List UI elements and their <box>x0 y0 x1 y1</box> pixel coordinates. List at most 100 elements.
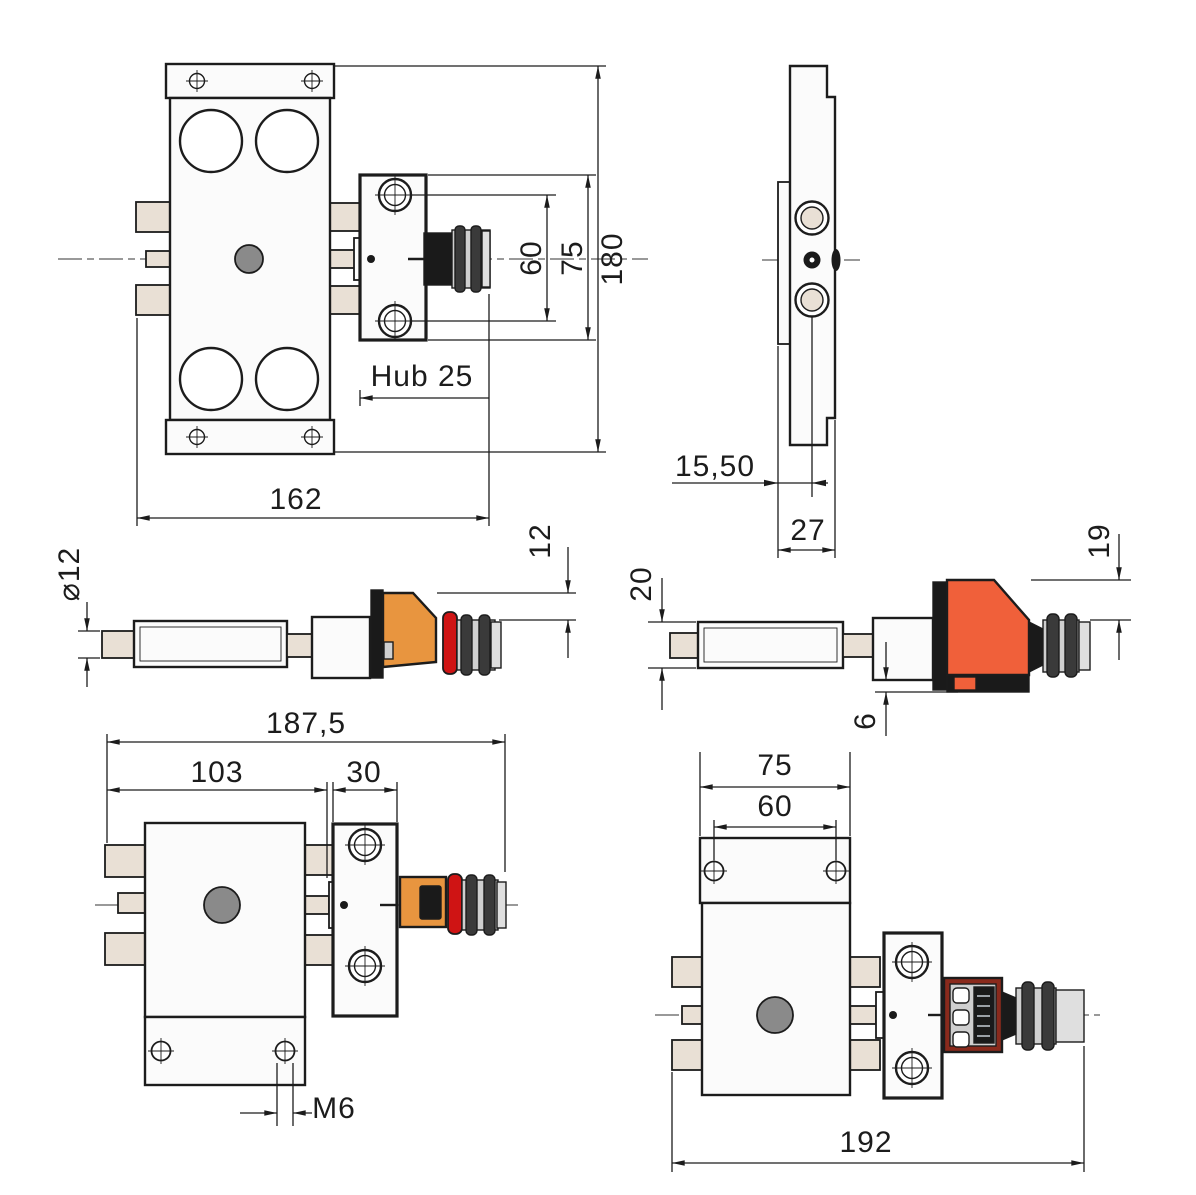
dim-label-thread: M6 <box>312 1092 356 1125</box>
sensor-display <box>419 885 442 920</box>
end-block <box>310 615 372 680</box>
dim-label-sensor-step-b: 19 <box>1083 523 1116 559</box>
rod <box>671 956 703 988</box>
dimensions-bottom-left <box>106 734 506 1126</box>
pilot-dot <box>340 901 348 909</box>
plug-ring <box>1041 981 1055 1051</box>
connector-plug <box>1015 981 1085 1051</box>
piston-rods-left <box>135 201 171 316</box>
sensor-detail <box>383 641 394 660</box>
plug-cap <box>490 621 502 669</box>
plug-ring <box>460 614 473 676</box>
rod <box>145 250 171 268</box>
connector-plug <box>423 225 491 293</box>
view-front <box>58 62 648 526</box>
rod <box>104 932 148 966</box>
plug-cap <box>1055 989 1085 1043</box>
mount-column <box>932 581 948 691</box>
rod <box>304 934 336 966</box>
rod <box>849 956 881 988</box>
plug-cone <box>1028 620 1044 674</box>
connector-plug <box>1042 613 1091 678</box>
rod <box>135 284 171 316</box>
body-inner-edge <box>139 626 282 662</box>
body-inner-edge <box>703 627 838 663</box>
display-button <box>952 1031 970 1048</box>
dimensions-side <box>672 316 836 558</box>
dim-label-sensor-step-a: 12 <box>524 523 557 559</box>
plug-ring <box>470 225 482 293</box>
dimensions-profile-b <box>648 534 1131 736</box>
view-bottom-right <box>655 752 1100 1172</box>
rod <box>671 1039 703 1071</box>
rod-end-face <box>800 288 824 312</box>
dim-label-total-length-br: 192 <box>839 1126 893 1159</box>
plug-ring <box>483 874 496 936</box>
dimensions-profile-a <box>78 547 576 687</box>
dimensions-front <box>136 65 606 526</box>
plug-ring <box>1064 613 1078 678</box>
center-pin <box>756 996 794 1034</box>
rod <box>304 844 336 876</box>
bore <box>254 346 320 412</box>
display-button <box>952 1009 970 1026</box>
connector-plug <box>456 614 502 676</box>
red-ring <box>447 873 463 935</box>
pilot-dot <box>889 1011 897 1019</box>
sensor-orange <box>381 591 438 669</box>
dim-label-bracket-width: 30 <box>346 756 382 789</box>
shaft <box>304 895 330 915</box>
end-block <box>871 616 935 682</box>
shaft <box>849 1005 877 1025</box>
sensor-tab <box>953 676 977 691</box>
view-bottom-left <box>95 734 518 1126</box>
dim-label-hole-spacing: 60 <box>757 790 793 823</box>
piston-rods-left <box>671 956 703 1071</box>
plug-ring <box>1046 613 1060 678</box>
rod-end-face <box>800 206 824 230</box>
bore <box>178 108 244 174</box>
piston-rods-left <box>104 844 148 966</box>
bore <box>254 108 320 174</box>
dim-label-screw-spacing: 60 <box>515 240 548 276</box>
dim-label-total-height: 180 <box>596 232 629 286</box>
rod <box>104 844 148 878</box>
side-nub <box>831 249 841 271</box>
cylinder-body <box>696 620 845 670</box>
piston-rods-right <box>329 202 363 315</box>
plug-body <box>423 232 455 286</box>
bore <box>178 346 244 412</box>
sensor-display-unit <box>942 976 1004 1054</box>
dim-label-depth: 27 <box>790 514 826 547</box>
view-side <box>672 64 860 558</box>
shaft <box>842 633 874 658</box>
dim-label-total-length-bl: 187,5 <box>265 707 347 740</box>
dim-label-flange-width: 75 <box>757 749 793 782</box>
plug-cap <box>481 230 491 288</box>
shaft <box>329 249 357 269</box>
dim-label-total-width: 162 <box>269 483 323 516</box>
view-profile-a <box>78 547 576 687</box>
mount-column <box>370 589 384 679</box>
sensor-red <box>945 578 1031 677</box>
dimensions-bottom-right <box>671 752 1085 1172</box>
dim-label-bracket-height: 75 <box>556 240 589 276</box>
display-button <box>952 987 970 1004</box>
rod-end <box>101 630 135 659</box>
rod-end <box>669 632 699 659</box>
view-profile-b <box>648 534 1131 736</box>
plug-ring <box>465 874 478 936</box>
plug-cap <box>1078 621 1091 671</box>
pilot-dot <box>367 255 375 263</box>
rod <box>849 1039 881 1071</box>
red-ring <box>442 611 458 675</box>
dim-label-rod-diameter: ⌀12 <box>53 546 86 602</box>
center-pin <box>234 244 264 274</box>
rod <box>681 1005 703 1025</box>
dim-label-hole-offset: 15,50 <box>674 450 756 483</box>
cylinder-body <box>132 619 289 669</box>
connector-plug <box>461 874 507 936</box>
plug-cone <box>1001 990 1017 1042</box>
